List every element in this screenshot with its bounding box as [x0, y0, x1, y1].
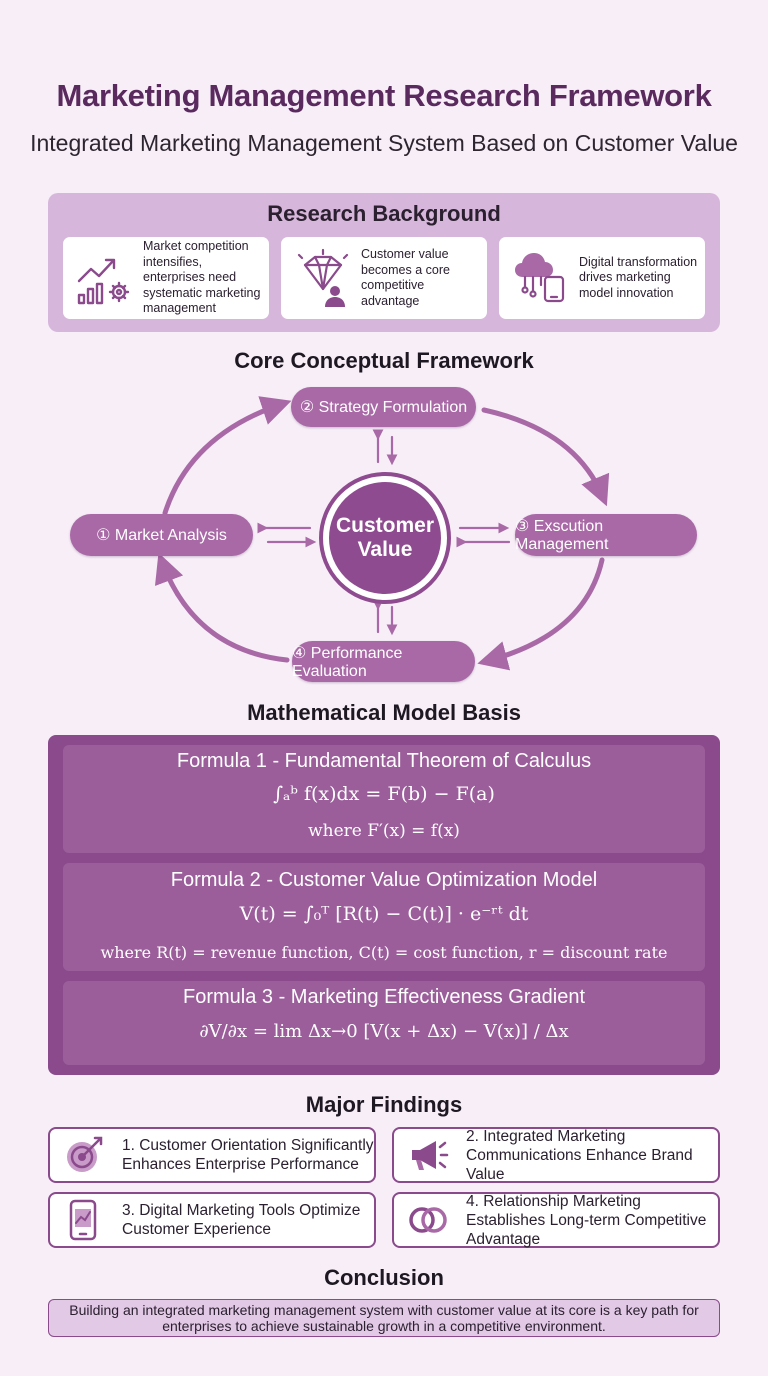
framework-title: Core Conceptual Framework: [234, 348, 534, 373]
background-card-competition: Market competition intensifies, enterpri…: [63, 237, 269, 319]
formula-1-box: Formula 1 - Fundamental Theorem of Calcu…: [63, 745, 705, 853]
arrow-strategy-to-execution: [481, 407, 610, 507]
arrow-evaluation-to-analysis: [154, 552, 290, 663]
linked-rings-icon: [406, 1198, 450, 1242]
finding-card-3: 3. Digital Marketing Tools Optimize Cust…: [48, 1192, 376, 1248]
mobile-chart-icon: [62, 1198, 106, 1242]
findings-title: Major Findings: [305, 1092, 463, 1117]
math-title: Mathematical Model Basis: [247, 700, 521, 725]
formula-3-box: Formula 3 - Marketing Effectiveness Grad…: [63, 981, 705, 1065]
background-card-text: Market competition intensifies, enterpri…: [143, 239, 261, 316]
finding-text: 4. Relationship Marketing Establishes Lo…: [466, 1192, 707, 1248]
customer-value-core: Customer Value: [329, 482, 441, 594]
formula-1-definition: where F′(x) = f(x): [308, 821, 460, 841]
conclusion-text: Building an integrated marketing managem…: [48, 1299, 720, 1337]
formula-3-equation: ∂V/∂x = lim Δx→0 [V(x + Δx) − V(x)] / Δx: [199, 1021, 569, 1042]
cloud-devices-icon: [509, 247, 571, 309]
research-background-title: Research Background: [267, 201, 501, 226]
finding-card-1: 1. Customer Orientation Significantly En…: [48, 1127, 376, 1183]
finding-text: 2. Integrated Marketing Communications E…: [466, 1127, 693, 1183]
background-card-text: Customer value becomes a core competitiv…: [361, 247, 450, 308]
framework-cycle-arrows: [154, 396, 610, 671]
step-execution-management: ③ Exscution Management: [515, 514, 697, 556]
finding-text: 3. Digital Marketing Tools Optimize Cust…: [122, 1202, 361, 1238]
background-card-customer-value: Customer value becomes a core competitiv…: [281, 237, 487, 319]
page-title: Marketing Management Research Framework: [56, 78, 712, 113]
formula-2-title: Formula 2 - Customer Value Optimization …: [170, 869, 598, 891]
formula-2-box: Formula 2 - Customer Value Optimization …: [63, 863, 705, 971]
growth-chart-gear-icon: [73, 247, 135, 309]
step-market-analysis: ① Market Analysis: [70, 514, 253, 556]
formula-1-title: Formula 1 - Fundamental Theorem of Calcu…: [176, 750, 592, 772]
target-icon: [62, 1133, 106, 1177]
formula-1-equation: ∫ₐᵇ f(x)dx = F(b) − F(a): [273, 783, 495, 805]
finding-card-2: 2. Integrated Marketing Communications E…: [392, 1127, 720, 1183]
background-card-digital: Digital transformation drives marketing …: [499, 237, 705, 319]
formula-3-title: Formula 3 - Marketing Effectiveness Grad…: [182, 986, 586, 1008]
conclusion-title: Conclusion: [324, 1265, 444, 1290]
finding-text: 1. Customer Orientation Significantly En…: [122, 1137, 374, 1173]
step-performance-evaluation: ④ Performance Evaluation: [292, 641, 475, 682]
step-strategy-formulation: ② Strategy Formulation: [291, 387, 476, 427]
page-subtitle: Integrated Marketing Management System B…: [30, 130, 738, 156]
finding-card-4: 4. Relationship Marketing Establishes Lo…: [392, 1192, 720, 1248]
arrow-analysis-to-strategy: [162, 396, 292, 516]
diamond-person-icon: [291, 247, 353, 309]
formula-2-definition: where R(t) = revenue function, C(t) = co…: [100, 943, 668, 962]
megaphone-icon: [406, 1133, 450, 1177]
arrow-execution-to-evaluation: [477, 557, 605, 671]
background-card-text: Digital transformation drives marketing …: [579, 254, 698, 300]
formula-2-equation: V(t) = ∫₀ᵀ [R(t) − C(t)] · e⁻ʳᵗ dt: [239, 903, 529, 925]
